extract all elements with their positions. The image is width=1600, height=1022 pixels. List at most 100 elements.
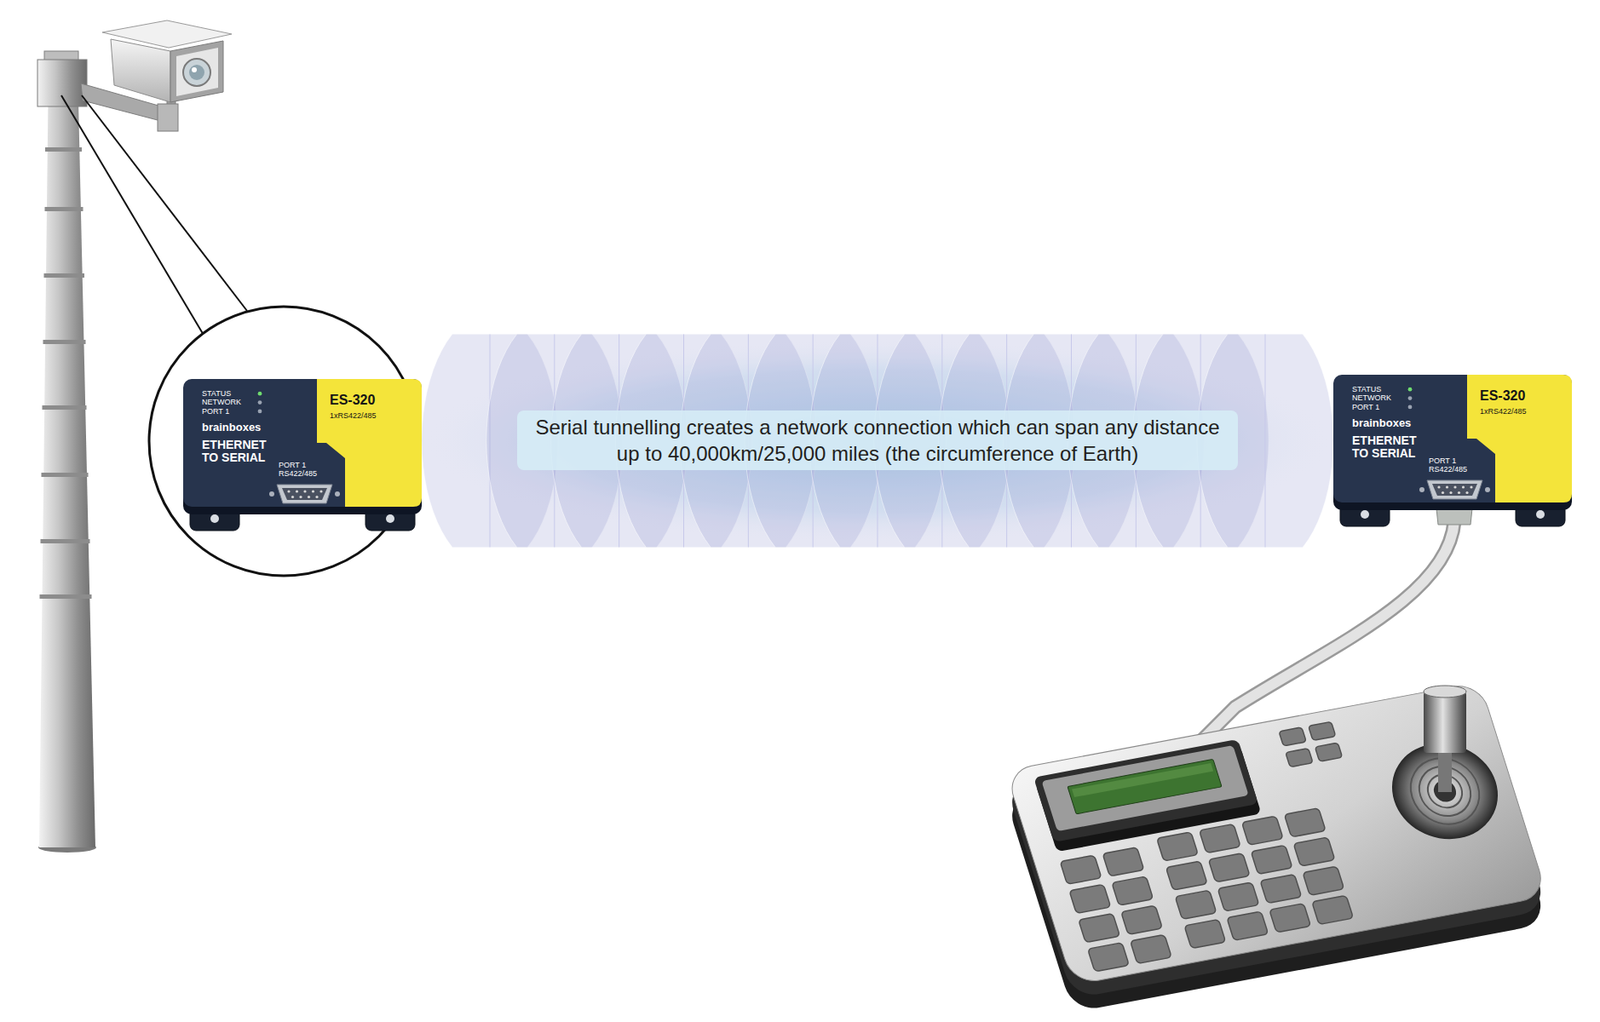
camera-face: [176, 47, 219, 97]
wireless-tunnel: [421, 313, 1334, 570]
key: [1241, 816, 1284, 846]
db9-pin: [307, 495, 311, 499]
db9-socket: [282, 488, 328, 501]
key: [1069, 884, 1111, 914]
db9-shell: [1427, 480, 1483, 500]
ethernet-serial-device: STATUS NETWORK PORT 1 brainboxesETHERNET …: [183, 379, 422, 537]
keyboard-top: [1005, 682, 1548, 986]
key: [1156, 832, 1199, 862]
pole-ring: [45, 207, 84, 212]
lcd-glare: [1071, 763, 1214, 798]
key: [1078, 914, 1121, 944]
text-slot: STATUS NETWORK PORT 1: [1352, 385, 1404, 412]
key: [1260, 874, 1302, 904]
lcd-screen: [1067, 759, 1222, 814]
status-led: [258, 391, 263, 397]
key: [1217, 882, 1260, 912]
db9-socket: [1432, 483, 1478, 496]
status-led: [1408, 405, 1413, 410]
small-key: [1278, 727, 1307, 747]
pole-shaft: [39, 63, 96, 848]
joystick-shaft: [1438, 748, 1452, 793]
signal-line: [1265, 334, 1267, 548]
callout-leader: [61, 95, 248, 337]
keyhole: [1536, 510, 1545, 519]
leader-line: [61, 95, 205, 337]
device-label: 1xRS422/485: [329, 411, 411, 421]
device-label: PORT 1 RS422/485: [278, 460, 339, 479]
db9-pin: [1461, 485, 1465, 489]
db9-pin: [1441, 491, 1445, 495]
camera-lens-glass: [189, 64, 205, 81]
camera-pole: [37, 51, 97, 853]
db9-screw: [1419, 487, 1425, 493]
text-slot: ETHERNET TO SERIAL: [1352, 434, 1429, 461]
status-led: [1408, 396, 1413, 401]
text-slot: brainboxes: [1352, 417, 1446, 430]
camera-hood: [102, 20, 232, 48]
device-label: PORT 1 RS422/485: [1428, 456, 1489, 475]
lcd-bezel: [1041, 745, 1249, 832]
db9-pin: [287, 489, 290, 493]
device-label: ETHERNET TO SERIAL: [201, 438, 279, 466]
device-label: ES-320: [329, 392, 411, 409]
label-slot: Serial tunnelling creates a network conn…: [517, 410, 1238, 471]
db9-pin: [1469, 485, 1473, 489]
pole-ring: [40, 594, 93, 599]
keyboard-face: [1005, 682, 1548, 986]
db9-pin: [1465, 491, 1468, 495]
db9-screw: [334, 491, 340, 497]
status-led: [1408, 387, 1413, 392]
camera-lens: [183, 58, 211, 87]
joystick-knob-top: [1423, 685, 1467, 698]
db9-pin: [299, 495, 302, 499]
db9-pin: [1453, 485, 1457, 489]
key: [1184, 919, 1226, 949]
key: [1293, 837, 1336, 867]
key: [1087, 943, 1130, 973]
pole-ring: [40, 539, 91, 544]
pole-ring: [41, 472, 89, 478]
camera-body: [110, 39, 171, 103]
key: [1111, 876, 1154, 906]
pole-ring: [42, 405, 87, 410]
db9-pin: [1445, 485, 1449, 489]
pole-bracket: [37, 59, 87, 107]
key: [1269, 903, 1312, 933]
ethernet-serial-device: STATUS NETWORK PORT 1 brainboxesETHERNET …: [1333, 374, 1572, 533]
text-slot: PORT 1 RS422/485: [278, 460, 339, 479]
text-slot: 1xRS422/485: [329, 411, 411, 421]
text-slot: ES-320: [1479, 388, 1561, 404]
device-label: ES-320: [1479, 388, 1561, 404]
device-label: STATUS NETWORK PORT 1: [1352, 385, 1404, 412]
ptz-keyboard: [1005, 682, 1548, 1013]
key: [1250, 845, 1293, 875]
key: [1059, 855, 1102, 885]
device-label: ETHERNET TO SERIAL: [1352, 434, 1429, 461]
device-label: brainboxes: [1352, 417, 1446, 430]
db9-shell: [276, 484, 333, 504]
text-slot: ES-320: [329, 392, 411, 409]
db9-pin: [1449, 491, 1452, 495]
key: [1283, 808, 1326, 838]
db9-pin: [1437, 485, 1440, 489]
key: [1302, 866, 1345, 896]
device-label: brainboxes: [201, 421, 296, 434]
key: [1226, 911, 1269, 941]
pole-ring: [44, 273, 86, 278]
text-slot: 1xRS422/485: [1479, 407, 1561, 416]
cctv-camera: [80, 20, 232, 132]
text-slot: PORT 1 RS422/485: [1428, 456, 1489, 475]
db9-pin: [291, 495, 294, 499]
keyhole: [210, 514, 219, 524]
db9-screw: [1484, 487, 1491, 493]
key: [1102, 847, 1145, 877]
device-label: 1xRS422/485: [1479, 407, 1561, 416]
db9-pin: [303, 489, 306, 493]
text-slot: STATUS NETWORK PORT 1: [201, 389, 254, 416]
camera-mount: [157, 103, 179, 132]
device-top: [183, 379, 422, 507]
joystick-knob: [1423, 691, 1467, 754]
small-key: [1314, 742, 1342, 762]
